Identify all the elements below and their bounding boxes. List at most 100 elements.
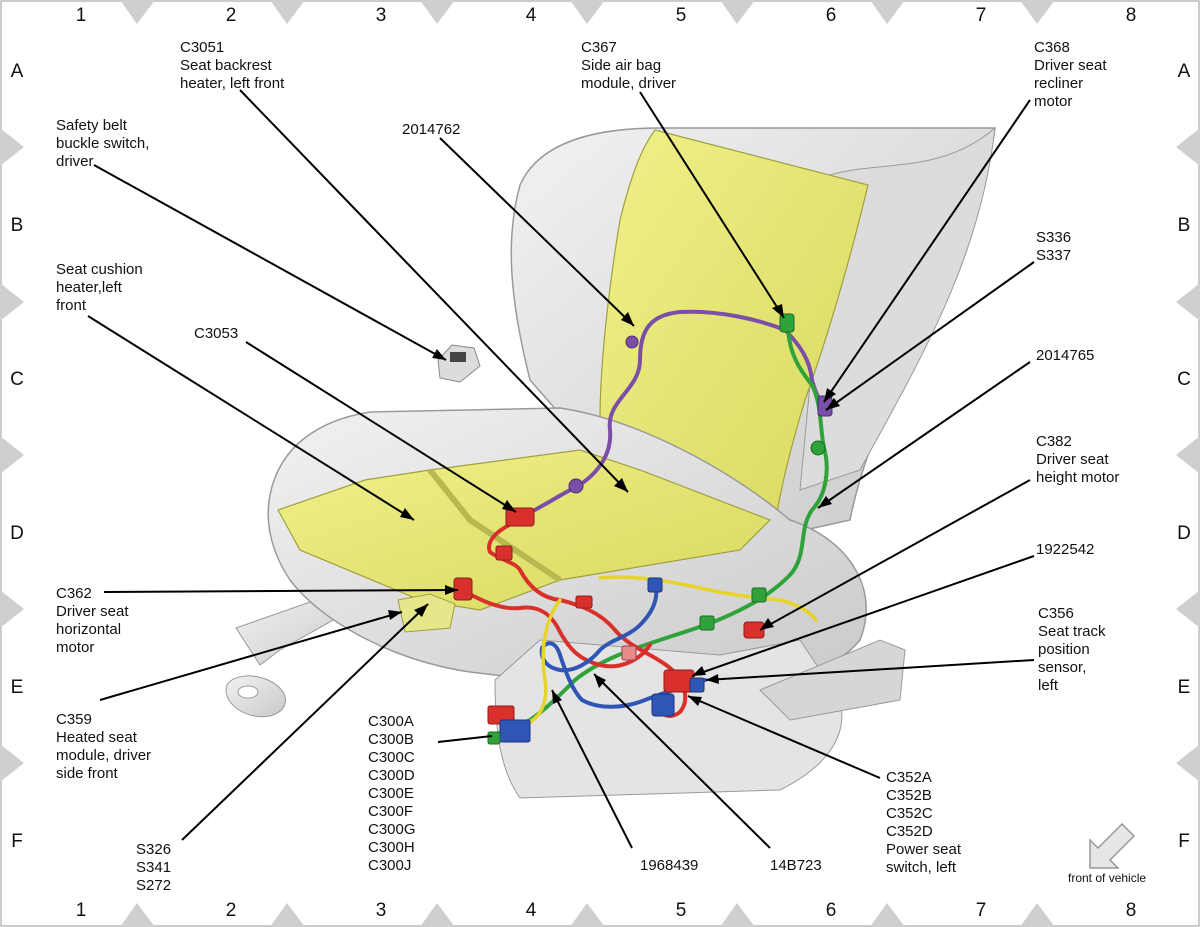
grid-marker (1176, 436, 1200, 474)
leader-s336 (825, 261, 1035, 411)
label-c368: C368 Driver seat recliner motor (1034, 39, 1111, 110)
grid-marker (870, 903, 905, 927)
leader-arrowhead (502, 500, 516, 512)
grid-marker (420, 0, 455, 24)
leader-c359 (99, 611, 403, 701)
grid-marker (270, 903, 305, 927)
purple-wire-harness (518, 309, 828, 520)
leader-1922542 (691, 555, 1035, 677)
seat-side-shield (759, 639, 906, 721)
label-safety-belt: Safety belt buckle switch, driver (56, 117, 154, 170)
grid-column-label: 4 (526, 900, 537, 921)
blue-connector (647, 577, 663, 593)
leader-arrowhead (824, 388, 836, 402)
grid-row-label: F (11, 831, 23, 852)
purple-clip (625, 335, 639, 349)
label-c300: C300A C300B C300C C300D C300E C300F C300… (368, 713, 420, 874)
grid-row-label: C (10, 369, 24, 390)
grid-row-label: B (1178, 215, 1191, 236)
leader-arrowhead (414, 604, 428, 617)
label-c356: C356 Seat track position sensor, left (1038, 605, 1110, 694)
grid-marker (0, 744, 24, 782)
grid-marker (1020, 903, 1055, 927)
leader-c300 (437, 735, 493, 743)
leader-arrowhead (818, 496, 832, 508)
red-wire-harness (487, 518, 688, 718)
connector-clip (810, 440, 826, 456)
grid-marker (1176, 283, 1200, 321)
grid-marker (270, 0, 305, 24)
grid-marker (870, 0, 905, 24)
grid-row-label: E (11, 677, 24, 698)
yellow-wire-harness (528, 575, 818, 724)
connector-c300-block (499, 719, 531, 743)
seat-illustration (225, 126, 996, 799)
front-of-vehicle-indicator: front of vehicle (1068, 822, 1146, 885)
leader-c3051 (239, 89, 629, 493)
grid-marker (1176, 590, 1200, 628)
label-c359: C359 Heated seat module, driver side fro… (56, 711, 155, 782)
green-connector (751, 587, 767, 603)
leader-arrowhead (388, 610, 402, 620)
grid-marker (1176, 744, 1200, 782)
leader-c382 (759, 479, 1031, 631)
grid-marker (120, 0, 155, 24)
grid-row-label: D (1177, 523, 1191, 544)
leader-1968439 (551, 689, 633, 849)
front-of-vehicle-label: front of vehicle (1068, 871, 1146, 885)
leader-arrowhead (772, 304, 784, 318)
grid-column-label: 6 (826, 900, 837, 921)
grid-row-label: F (1178, 831, 1190, 852)
grid-marker (0, 128, 24, 166)
label-s336: S336 S337 (1036, 229, 1075, 264)
grid-column-label: 1 (76, 900, 87, 921)
grid-marker (0, 283, 24, 321)
grid-column-label: 7 (976, 900, 987, 921)
connector-c3053 (505, 507, 535, 527)
leader-arrowhead (445, 585, 458, 595)
label-c362: C362 Driver seat horizontal motor (56, 585, 133, 656)
leader-cushion-heater (87, 315, 415, 521)
blue-connector (651, 693, 675, 717)
grid-column-label: 8 (1126, 5, 1137, 26)
grid-marker (1020, 0, 1055, 24)
grid-row-label: A (1178, 61, 1191, 82)
grid-column-label: 2 (226, 900, 237, 921)
label-2014762: 2014762 (402, 121, 460, 138)
grid-marker (720, 903, 755, 927)
leader-14b723 (593, 673, 771, 849)
buckle-slot (450, 352, 466, 362)
purple-clip (568, 478, 584, 494)
safety-belt-buckle (437, 344, 481, 383)
leader-arrowhead (400, 508, 414, 520)
leader-arrowhead (594, 674, 606, 688)
leader-arrowhead (692, 666, 706, 676)
label-1968439: 1968439 (640, 857, 698, 874)
cushion-pad-seam (427, 468, 562, 583)
leader-c352 (687, 695, 881, 779)
grid-marker (0, 436, 24, 474)
grid-column-label: 7 (976, 5, 987, 26)
callout-labels: C3051 Seat backrest heater, left front C… (56, 39, 1119, 894)
label-c367: C367 Side air bag module, driver (581, 39, 676, 92)
grid-row-labels: A B C D E F A B C D E F (10, 61, 1191, 852)
grid-marker (0, 590, 24, 628)
red-wire-branch (460, 588, 652, 669)
grid-marker (720, 0, 755, 24)
leader-arrowhead (614, 478, 628, 492)
grid-column-label: 5 (676, 5, 687, 26)
connector-c367 (779, 313, 795, 333)
grid-column-label: 3 (376, 5, 387, 26)
leader-arrowhead (760, 618, 774, 630)
label-1922542: 1922542 (1036, 541, 1094, 558)
front-arrow-icon (1089, 822, 1136, 869)
grid-row-label: E (1178, 677, 1191, 698)
leader-c368 (823, 99, 1031, 403)
connector-c300-green (487, 731, 501, 745)
grid-column-label: 4 (526, 5, 537, 26)
leader-s326 (181, 603, 429, 841)
leader-arrowhead (621, 312, 634, 326)
leader-arrowhead (552, 690, 562, 704)
leader-c362 (103, 589, 459, 593)
